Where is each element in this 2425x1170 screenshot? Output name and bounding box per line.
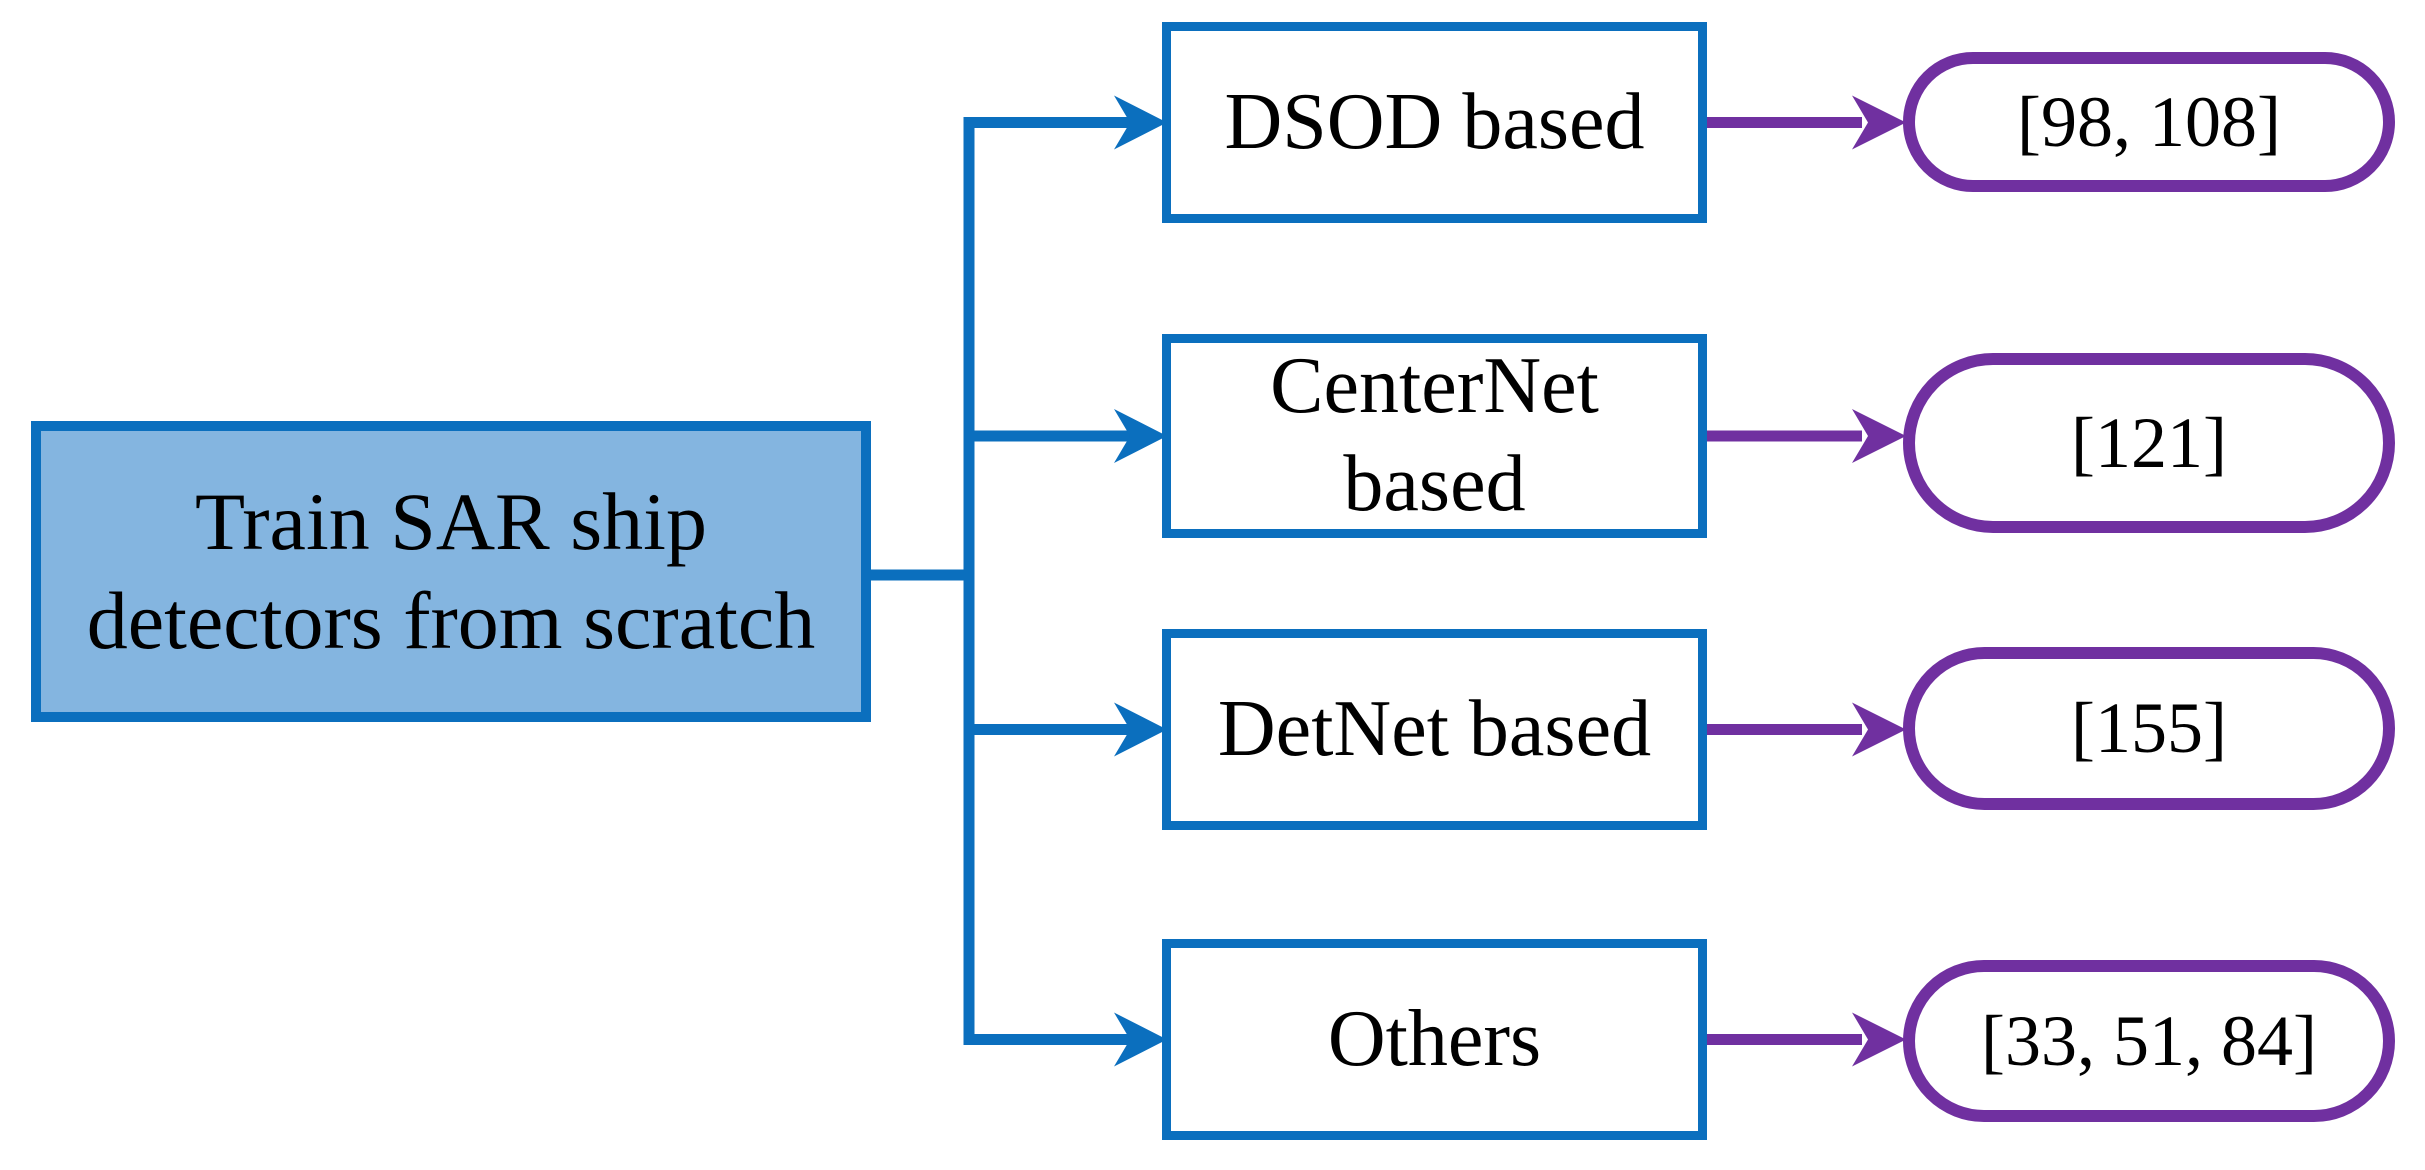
category-node-centernet: CenterNet based (1162, 334, 1707, 538)
reference-node: [98, 108] (1903, 52, 2395, 192)
reference-node: [155] (1903, 647, 2395, 810)
reference-arrows-purple (1706, 95, 1906, 1067)
blue-arrowhead-icon (1114, 1012, 1167, 1067)
category-label: CenterNet based (1270, 342, 1599, 528)
reference-label: [121] (2071, 402, 2227, 483)
purple-arrowhead-icon (1852, 95, 1906, 150)
blue-arrowhead-icon (1114, 702, 1167, 757)
category-label: DetNet based (1217, 684, 1652, 773)
category-node-others: Others (1162, 939, 1707, 1140)
reference-node: [33, 51, 84] (1903, 960, 2395, 1122)
blue-arrowhead-icon (1114, 409, 1167, 463)
tree-connector-blue (866, 95, 1167, 1067)
category-label: DSOD based (1224, 77, 1645, 166)
purple-arrowhead-icon (1852, 1012, 1906, 1067)
root-label-line-2: detectors from scratch (86, 574, 816, 666)
blue-arrowhead-icon (1114, 95, 1167, 150)
reference-label: [98, 108] (2017, 81, 2281, 162)
category-node-detnet: DetNet based (1162, 629, 1707, 830)
reference-label: [33, 51, 84] (1981, 1000, 2317, 1081)
reference-node: [121] (1903, 353, 2395, 533)
category-node-dsod: DSOD based (1162, 22, 1707, 223)
category-label: Others (1327, 994, 1542, 1083)
root-node: Train SAR ship detectors from scratch (31, 421, 871, 722)
reference-label: [155] (2071, 688, 2227, 768)
purple-arrowhead-icon (1852, 702, 1906, 757)
purple-arrowhead-icon (1852, 409, 1906, 463)
root-label-line-1: Train SAR ship (195, 476, 707, 568)
